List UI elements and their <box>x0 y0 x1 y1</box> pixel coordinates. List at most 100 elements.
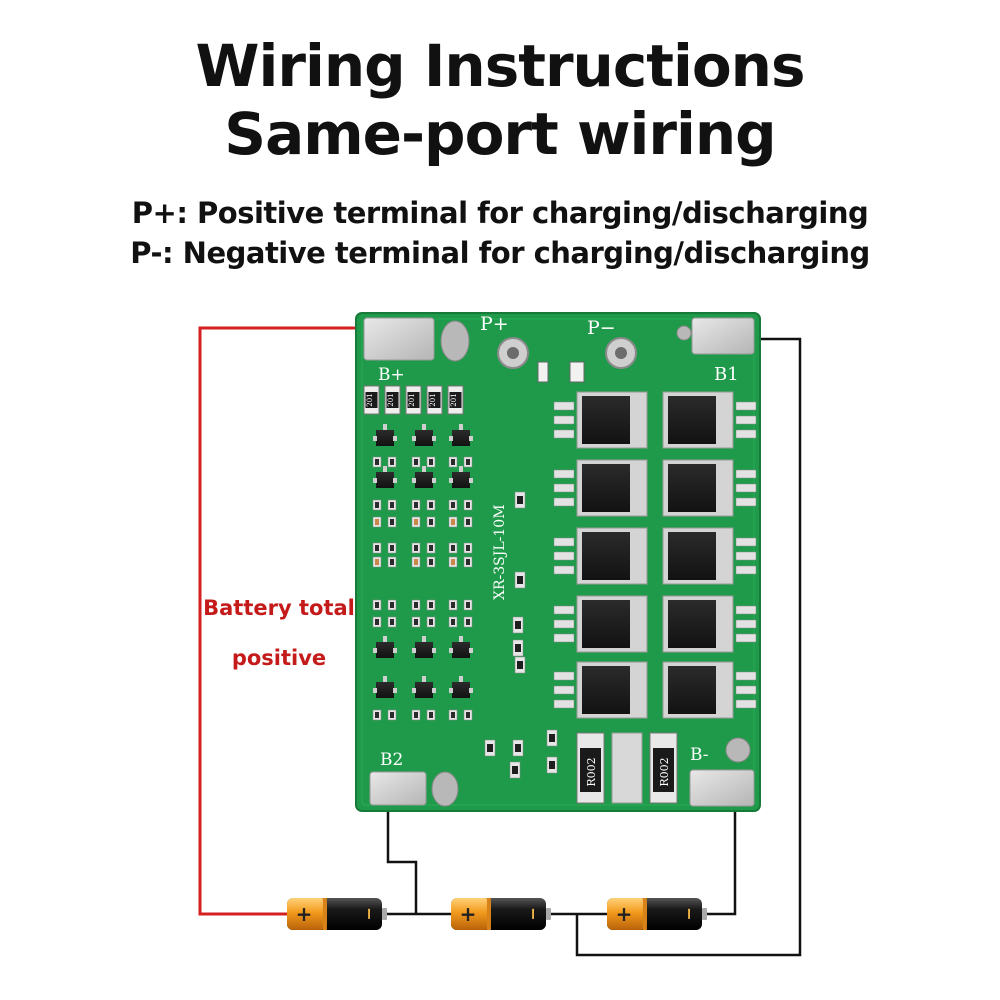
hole-right-bottom <box>725 737 751 763</box>
batteries: +−+−+− <box>287 898 707 930</box>
battery: +− <box>287 898 387 930</box>
smd-component <box>448 542 473 554</box>
p-plus-description: P+: Positive terminal for charging/disch… <box>131 196 869 230</box>
silk-p-plus: P+ <box>480 313 509 335</box>
sot-chip <box>373 466 397 488</box>
smd-component <box>411 499 436 511</box>
smd-component <box>546 756 558 774</box>
silk-model: XR-3SJL-10M <box>492 504 508 600</box>
smd-component <box>509 761 521 779</box>
smd-component <box>372 599 397 611</box>
silk-b-minus: B- <box>690 745 709 765</box>
sot-chip <box>449 636 473 658</box>
shunt-resistors: R002 R002 <box>576 732 678 804</box>
battery: +− <box>607 898 707 930</box>
hole-left-top <box>440 320 470 362</box>
smd-component <box>546 729 558 747</box>
battery-total-positive-label-1: Battery total <box>203 596 355 620</box>
battery-plus-sign: + <box>296 902 313 926</box>
b2-pad <box>369 771 427 806</box>
wire-b1 <box>575 337 802 957</box>
resistor-code: 201 <box>408 393 416 406</box>
smd-component <box>411 516 436 528</box>
battery: +− <box>451 898 551 930</box>
smd-component <box>411 599 436 611</box>
mosfet <box>662 391 757 449</box>
title-line-1: Wiring Instructions <box>195 32 805 100</box>
shunt-label-2: R002 <box>658 757 671 786</box>
smd-component <box>514 491 526 509</box>
array-resistor: 201 <box>363 385 380 415</box>
wire-b-minus <box>704 808 737 916</box>
smd-component <box>448 456 473 468</box>
smd-component <box>448 709 473 721</box>
sot-chip <box>449 676 473 698</box>
smd-component <box>514 571 526 589</box>
sot-chip <box>412 466 436 488</box>
smd-component <box>411 616 436 628</box>
smd-component <box>448 516 473 528</box>
sot-chip <box>449 466 473 488</box>
array-resistor: 201 <box>405 385 422 415</box>
sot-chip <box>412 636 436 658</box>
battery-minus-sign: − <box>360 907 379 920</box>
sot-chip <box>373 424 397 446</box>
mosfet <box>662 595 757 653</box>
b-plus-pad <box>363 317 435 361</box>
battery-plus-sign: + <box>460 902 477 926</box>
battery-plus-sign: + <box>616 902 633 926</box>
hole-left-bottom <box>431 771 459 807</box>
smd-component <box>448 556 473 568</box>
silk-b2: B2 <box>380 750 403 770</box>
mosfet <box>553 527 648 585</box>
smd-component <box>372 516 397 528</box>
smd-component <box>372 499 397 511</box>
smd-component <box>514 656 526 674</box>
smd-component <box>484 739 496 757</box>
sot-chip <box>373 636 397 658</box>
sot-chip <box>412 424 436 446</box>
mosfet-array <box>553 391 757 719</box>
resistor-array: 201 201 201 201 201 <box>363 385 464 415</box>
smd-component <box>411 542 436 554</box>
resistor-code: 201 <box>429 393 437 406</box>
left-circuitry <box>372 424 558 779</box>
mosfet <box>553 459 648 517</box>
resistor-code: 201 <box>450 393 458 406</box>
silk-p-minus: P− <box>587 317 616 339</box>
smd-component <box>411 456 436 468</box>
resistor-code: 201 <box>366 393 374 406</box>
smd-component <box>448 499 473 511</box>
array-resistor: 201 <box>447 385 464 415</box>
smd-component <box>512 616 524 634</box>
b1-pad <box>691 317 755 355</box>
mosfet <box>553 391 648 449</box>
wire-b2 <box>386 808 418 914</box>
smd-component <box>372 556 397 568</box>
smd-component <box>448 616 473 628</box>
mosfet <box>553 595 648 653</box>
mosfet <box>662 661 757 719</box>
silk-b-plus: B+ <box>378 365 405 385</box>
battery-minus-sign: − <box>524 907 543 920</box>
battery-total-positive-label-2: positive <box>231 646 327 670</box>
b-minus-pad <box>689 769 755 807</box>
smd-component <box>411 556 436 568</box>
smd-component <box>448 599 473 611</box>
mosfet <box>553 661 648 719</box>
sot-chip <box>373 676 397 698</box>
array-resistor: 201 <box>426 385 443 415</box>
silk-b1: B1 <box>714 364 739 385</box>
shunt-label-1: R002 <box>585 757 598 786</box>
battery-minus-sign: − <box>680 907 699 920</box>
mosfet <box>662 459 757 517</box>
resistor-code: 201 <box>387 393 395 406</box>
p-minus-description: P-: Negative terminal for charging/disch… <box>130 236 870 270</box>
smd-component <box>372 542 397 554</box>
array-resistor: 201 <box>384 385 401 415</box>
sot-chip <box>412 676 436 698</box>
smd-component <box>372 616 397 628</box>
smd-component <box>372 709 397 721</box>
